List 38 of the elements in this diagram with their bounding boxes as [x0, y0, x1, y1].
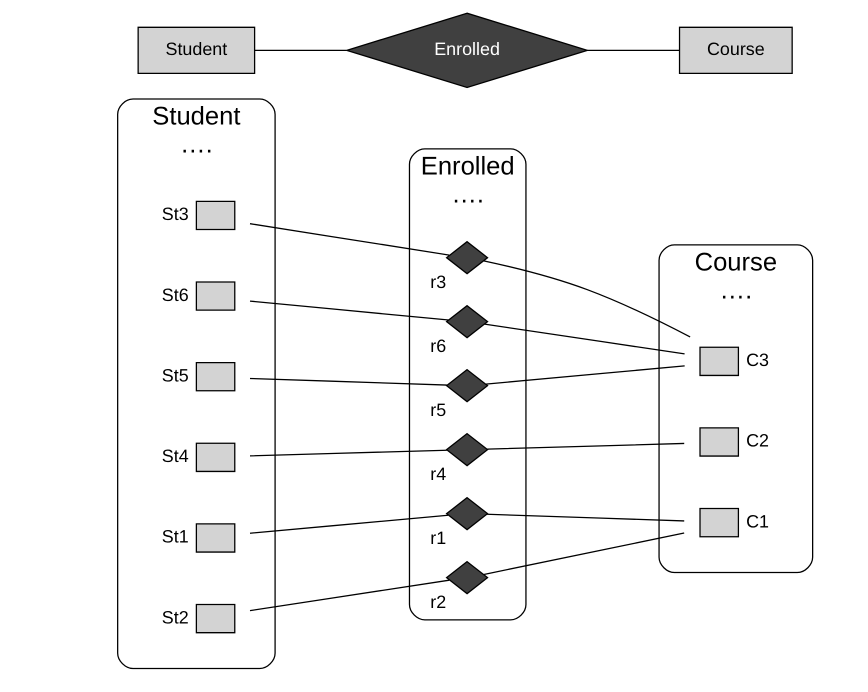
- connector: [250, 300, 449, 321]
- node-label: C3: [746, 350, 769, 370]
- connector: [487, 514, 684, 522]
- node-label: St6: [162, 284, 189, 305]
- node-label: C1: [746, 511, 769, 532]
- node-label: r1: [430, 528, 446, 548]
- node-label: St1: [162, 526, 189, 547]
- connector: [487, 442, 684, 450]
- connector: [484, 532, 684, 576]
- node-diamond: Enrolled: [344, 12, 590, 88]
- node-label: St2: [162, 607, 189, 628]
- node-diamond: [446, 304, 489, 338]
- connector: [587, 50, 680, 51]
- node-diamond: [446, 560, 489, 594]
- node-label: r3: [430, 272, 446, 292]
- connector: [250, 450, 447, 456]
- node-diamond: [446, 368, 489, 402]
- node-label: r4: [430, 464, 446, 484]
- node-box: Student: [138, 26, 256, 74]
- connector: [250, 223, 450, 256]
- connector: [484, 323, 685, 355]
- node-label: St4: [162, 446, 189, 466]
- node-diamond: [446, 496, 489, 530]
- node-label: St5: [162, 365, 189, 386]
- node-label: r2: [430, 592, 446, 612]
- node-label: r5: [430, 400, 446, 420]
- node-box: Course: [678, 26, 793, 74]
- node-label: r6: [430, 336, 446, 356]
- connector: [254, 50, 346, 51]
- connector: [250, 378, 447, 386]
- node-label: St3: [162, 204, 189, 224]
- connector: [250, 580, 450, 612]
- node-label: C2: [746, 430, 769, 451]
- connector: [486, 365, 685, 385]
- node-diamond: [446, 240, 489, 274]
- node-diamond: [446, 432, 489, 466]
- connector: [484, 260, 690, 338]
- connector: [250, 514, 448, 534]
